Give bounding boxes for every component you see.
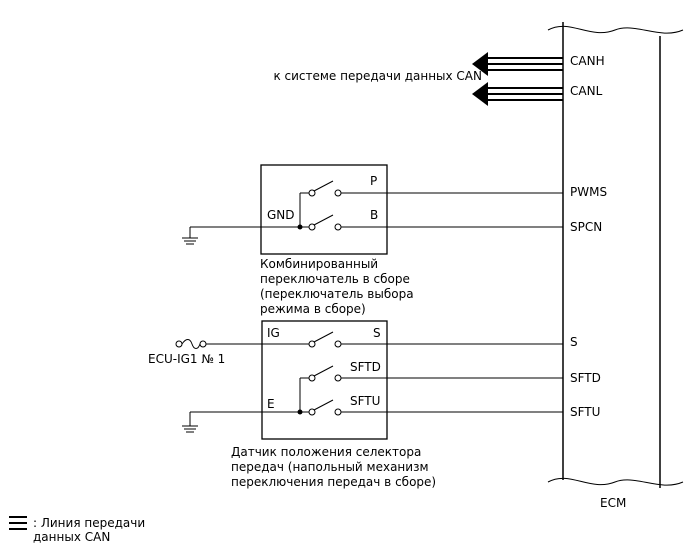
contact-icon <box>334 374 342 382</box>
ecm-block: ECM <box>547 22 684 510</box>
combination-switch: P B GND Комбинированный переключатель в … <box>182 164 563 316</box>
fuse-terminal-icon <box>175 340 183 348</box>
fuse-icon <box>181 339 201 349</box>
combination-switch-caption-4: режима в сборе) <box>260 302 366 316</box>
fuse-label: ECU-IG1 № 1 <box>148 352 225 366</box>
canh-arrow-icon <box>472 52 488 76</box>
contact-icon <box>308 374 316 382</box>
terminal-gnd: GND <box>267 208 295 222</box>
contact-icon <box>308 189 316 197</box>
legend: : Линия передачи данных CAN <box>9 516 145 544</box>
ground-icon <box>182 412 198 433</box>
terminal-e: E <box>267 397 275 411</box>
legend-line-2: данных CAN <box>33 530 110 544</box>
legend-line-1: : Линия передачи <box>33 516 145 530</box>
canl-line <box>472 82 563 106</box>
ecm-bottom-break <box>547 477 684 486</box>
switch-blade-icon <box>313 331 334 343</box>
terminal-sftu: SFTU <box>350 394 380 408</box>
contact-icon <box>334 223 342 231</box>
ecm-label: ECM <box>600 496 626 510</box>
combination-switch-caption-1: Комбинированный <box>260 257 378 271</box>
canl-arrow-icon <box>472 82 488 106</box>
contact-icon <box>334 408 342 416</box>
terminal-p: P <box>370 174 377 188</box>
ground-icon <box>182 227 198 245</box>
can-destination-label: к системе передачи данных CAN <box>273 69 482 83</box>
pin-sftu: SFTU <box>570 405 600 419</box>
fuse-terminal-icon <box>199 340 207 348</box>
terminal-b: B <box>370 208 378 222</box>
junction-dot <box>297 224 303 230</box>
contact-icon <box>334 340 342 348</box>
combination-switch-caption-3: (переключатель выбора <box>260 287 414 301</box>
ecm-top-break <box>547 25 684 34</box>
terminal-ig: IG <box>267 326 280 340</box>
terminal-sftd: SFTD <box>350 360 381 374</box>
can-lines: CANH CANL к системе передачи данных CAN <box>273 52 605 106</box>
pin-sftd: SFTD <box>570 371 601 385</box>
combination-switch-caption-2: переключатель в сборе <box>260 272 410 286</box>
combination-switch-box <box>260 164 388 255</box>
switch-blade-icon <box>313 180 334 192</box>
switch-blade-icon <box>313 214 334 226</box>
contact-icon <box>308 408 316 416</box>
contact-icon <box>334 189 342 197</box>
terminal-s: S <box>373 326 381 340</box>
shift-position-sensor: IG S SFTD SFTU E Датчик положени <box>182 320 563 489</box>
pin-s: S <box>570 335 578 349</box>
pin-pwms: PWMS <box>570 185 607 199</box>
pin-spcn: SPCN <box>570 220 602 234</box>
shift-sensor-caption-1: Датчик положения селектора <box>231 445 421 459</box>
switch-blade-icon <box>313 399 334 411</box>
contact-icon <box>308 340 316 348</box>
canh-line <box>472 52 563 76</box>
shift-sensor-caption-2: передач (напольный механизм <box>231 460 429 474</box>
fuse-ecu-ig1: ECU-IG1 № 1 <box>148 339 225 366</box>
pin-canl: CANL <box>570 84 603 98</box>
pin-canh: CANH <box>570 54 605 68</box>
switch-blade-icon <box>313 365 334 377</box>
shift-sensor-caption-3: переключения передач в сборе) <box>231 475 436 489</box>
shift-sensor-box <box>261 320 388 440</box>
can-line-legend-icon <box>9 516 27 530</box>
junction-dot <box>297 409 303 415</box>
